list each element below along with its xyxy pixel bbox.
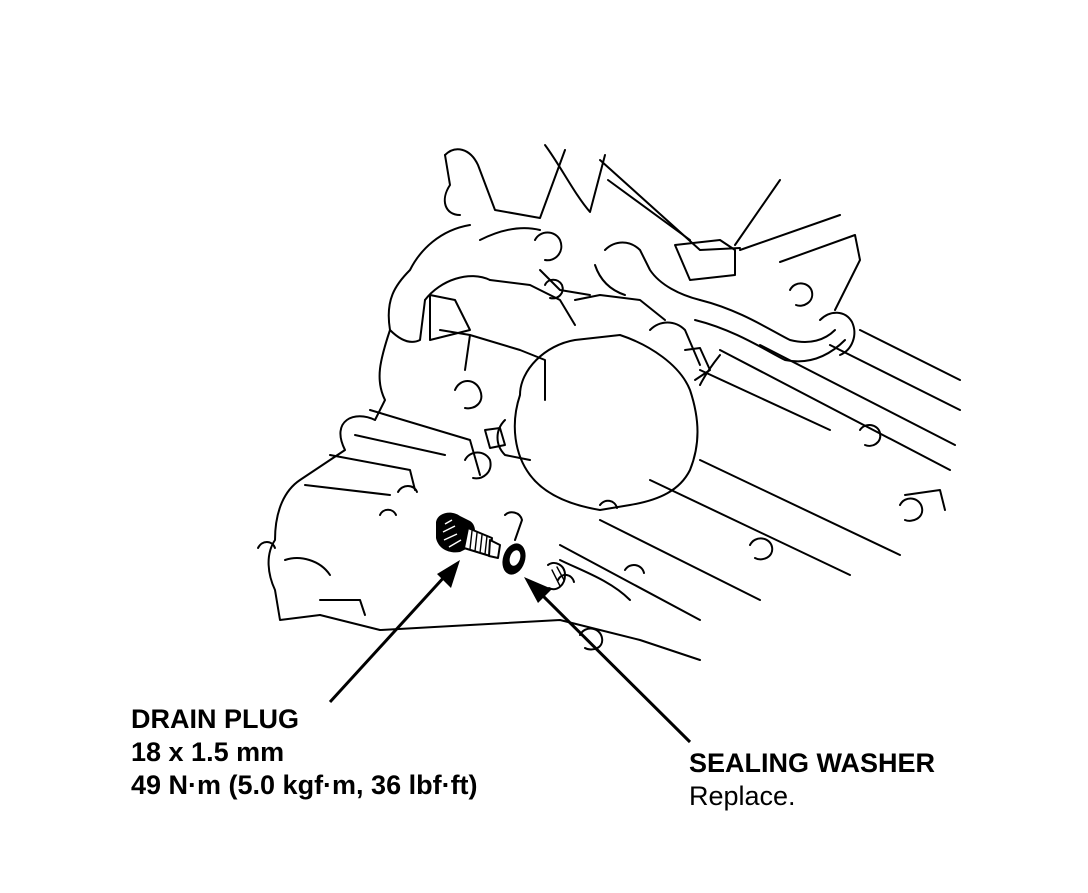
drain-plug-torque: 49 N·m (5.0 kgf·m, 36 lbf·ft) <box>131 770 478 800</box>
drain-plug-size: 18 x 1.5 mm <box>131 737 285 767</box>
drain-plug-title: DRAIN PLUG <box>131 704 299 734</box>
sealing-washer-callout: SEALING WASHER Replace. <box>689 747 935 813</box>
sealing-washer-note: Replace. <box>689 781 796 811</box>
sealing-washer-arrow <box>524 577 692 744</box>
sealing-washer-part <box>502 543 526 575</box>
drain-plug-part <box>436 512 501 559</box>
sealing-washer-title: SEALING WASHER <box>689 748 936 778</box>
drain-plug-arrow <box>328 560 460 704</box>
housing-line-art <box>257 144 961 661</box>
drain-plug-callout: DRAIN PLUG 18 x 1.5 mm 49 N·m (5.0 kgf·m… <box>131 703 478 802</box>
